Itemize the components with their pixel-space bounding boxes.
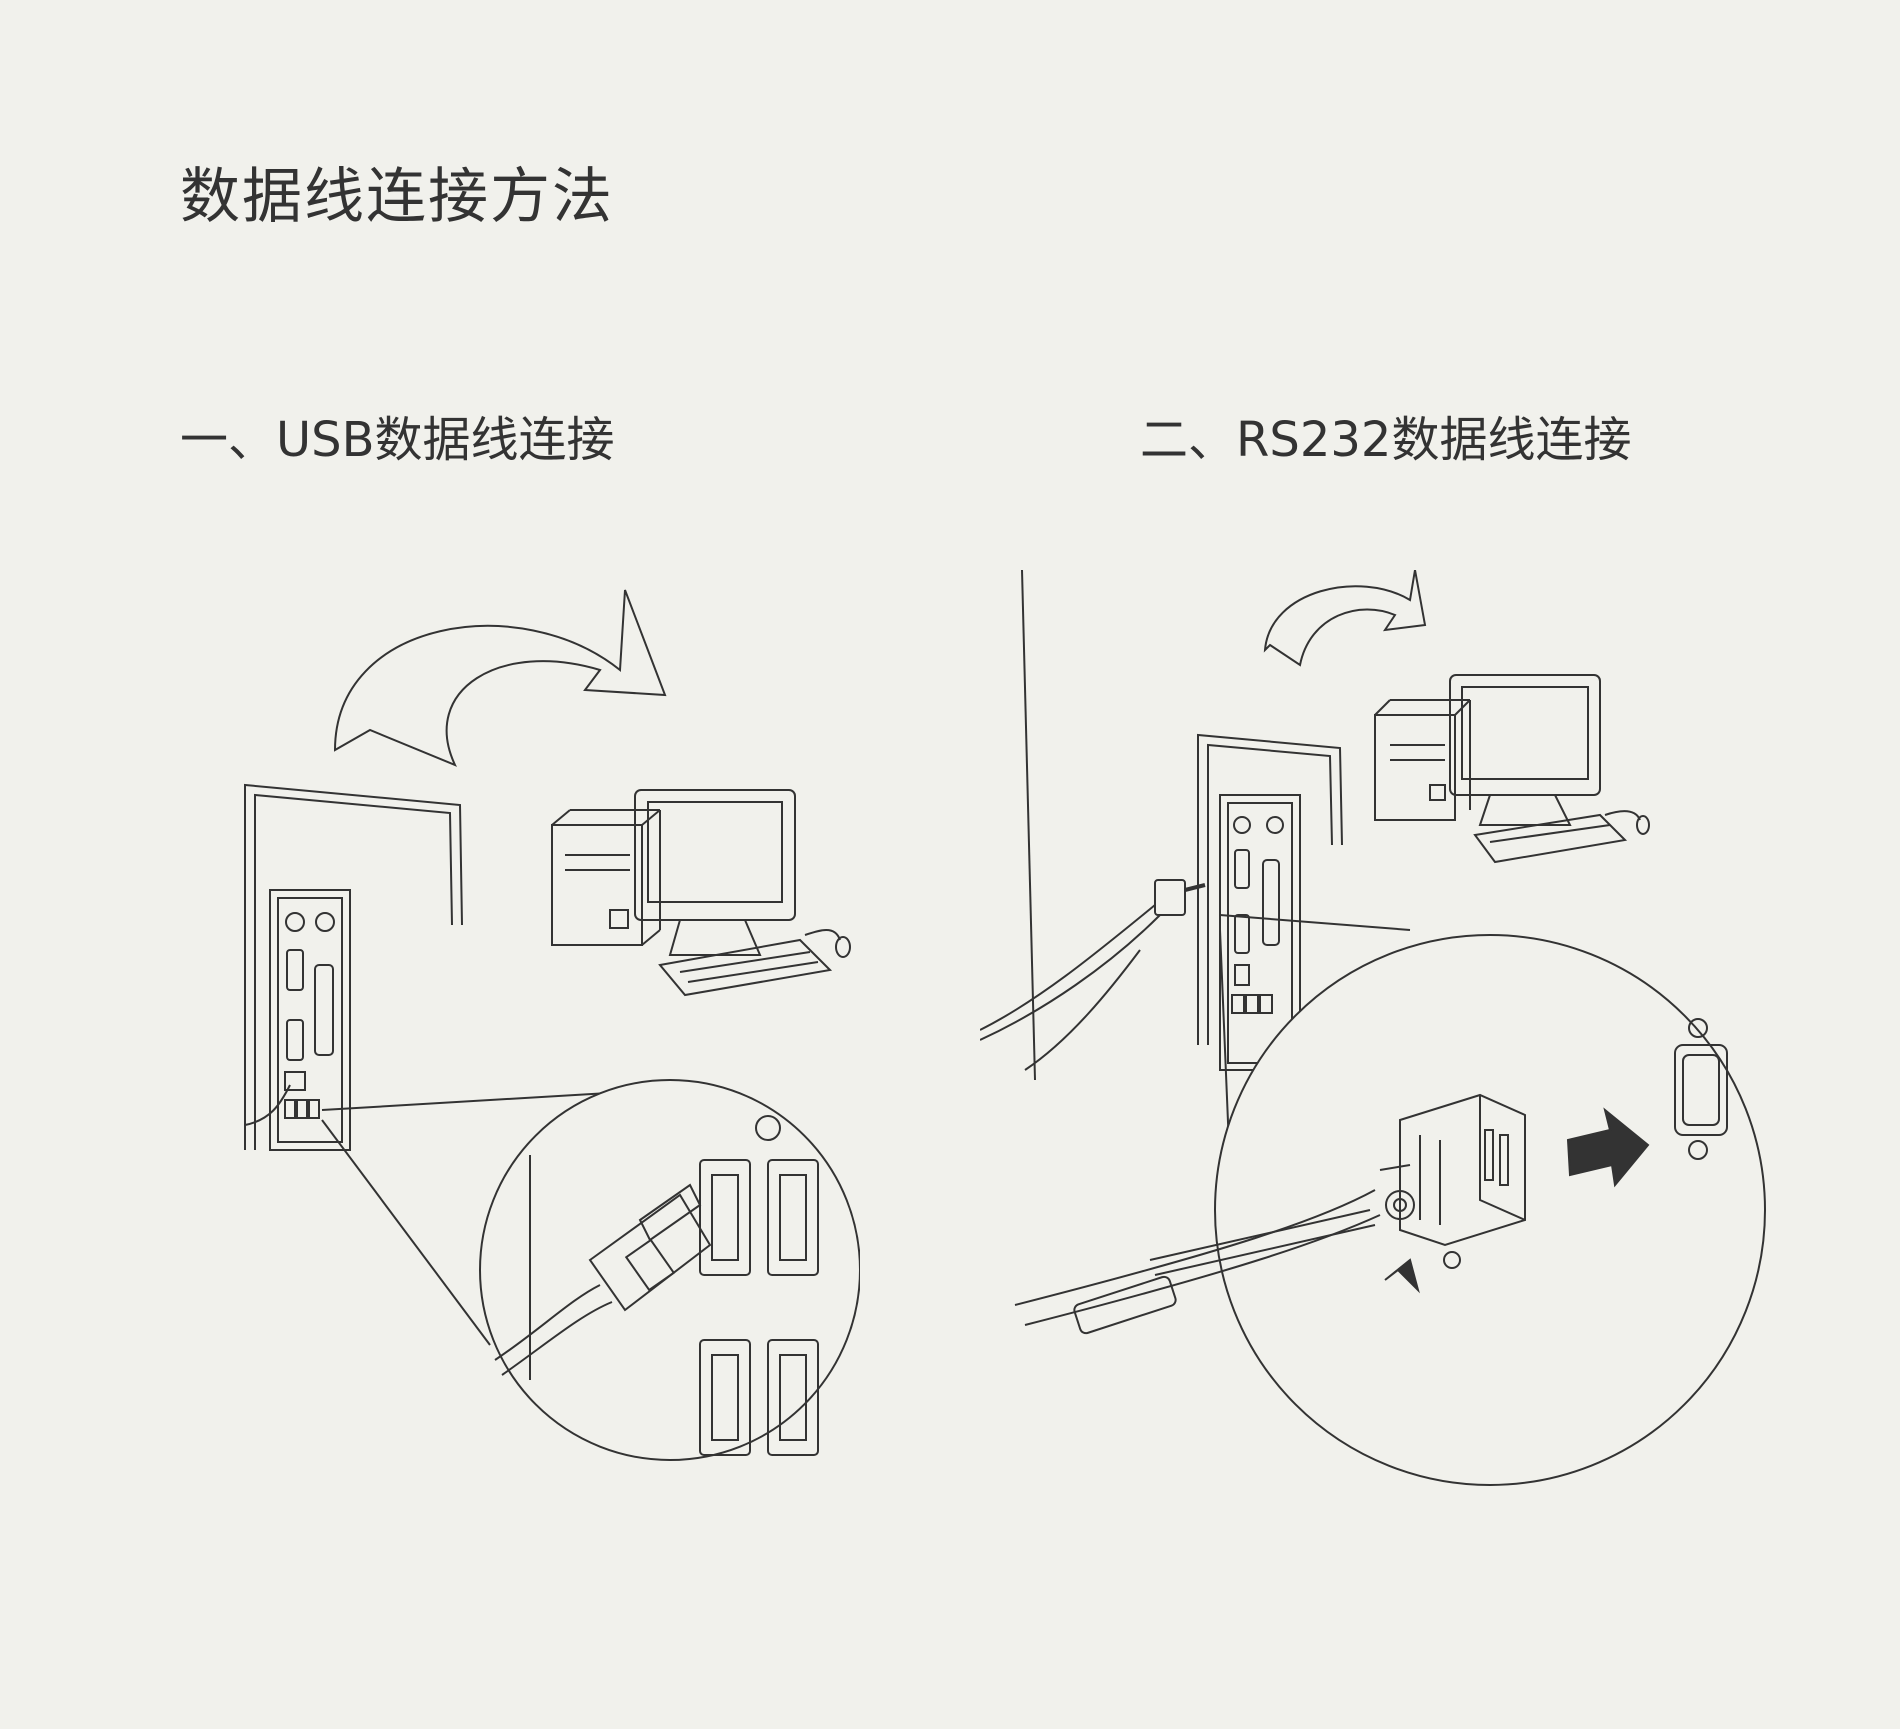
- rs232-section-title: 二、RS232数据线连接: [1140, 412, 1632, 468]
- desktop-computer-icon: [552, 790, 850, 995]
- rs232-connection-illustration: [980, 570, 1780, 1510]
- desktop-computer-icon: [1375, 675, 1649, 862]
- pc-back-panel: [245, 785, 462, 1150]
- usb-connection-illustration: [240, 580, 860, 1480]
- rs232-cable: [980, 570, 1205, 1080]
- curved-arrow-icon: [1265, 570, 1425, 665]
- curved-arrow-icon: [335, 590, 665, 765]
- usb-port-zoom-circle: [480, 1080, 860, 1460]
- rs232-port-zoom-circle: [1015, 935, 1765, 1485]
- usb-section-title: 一、USB数据线连接: [180, 412, 615, 468]
- page-title: 数据线连接方法: [180, 162, 614, 232]
